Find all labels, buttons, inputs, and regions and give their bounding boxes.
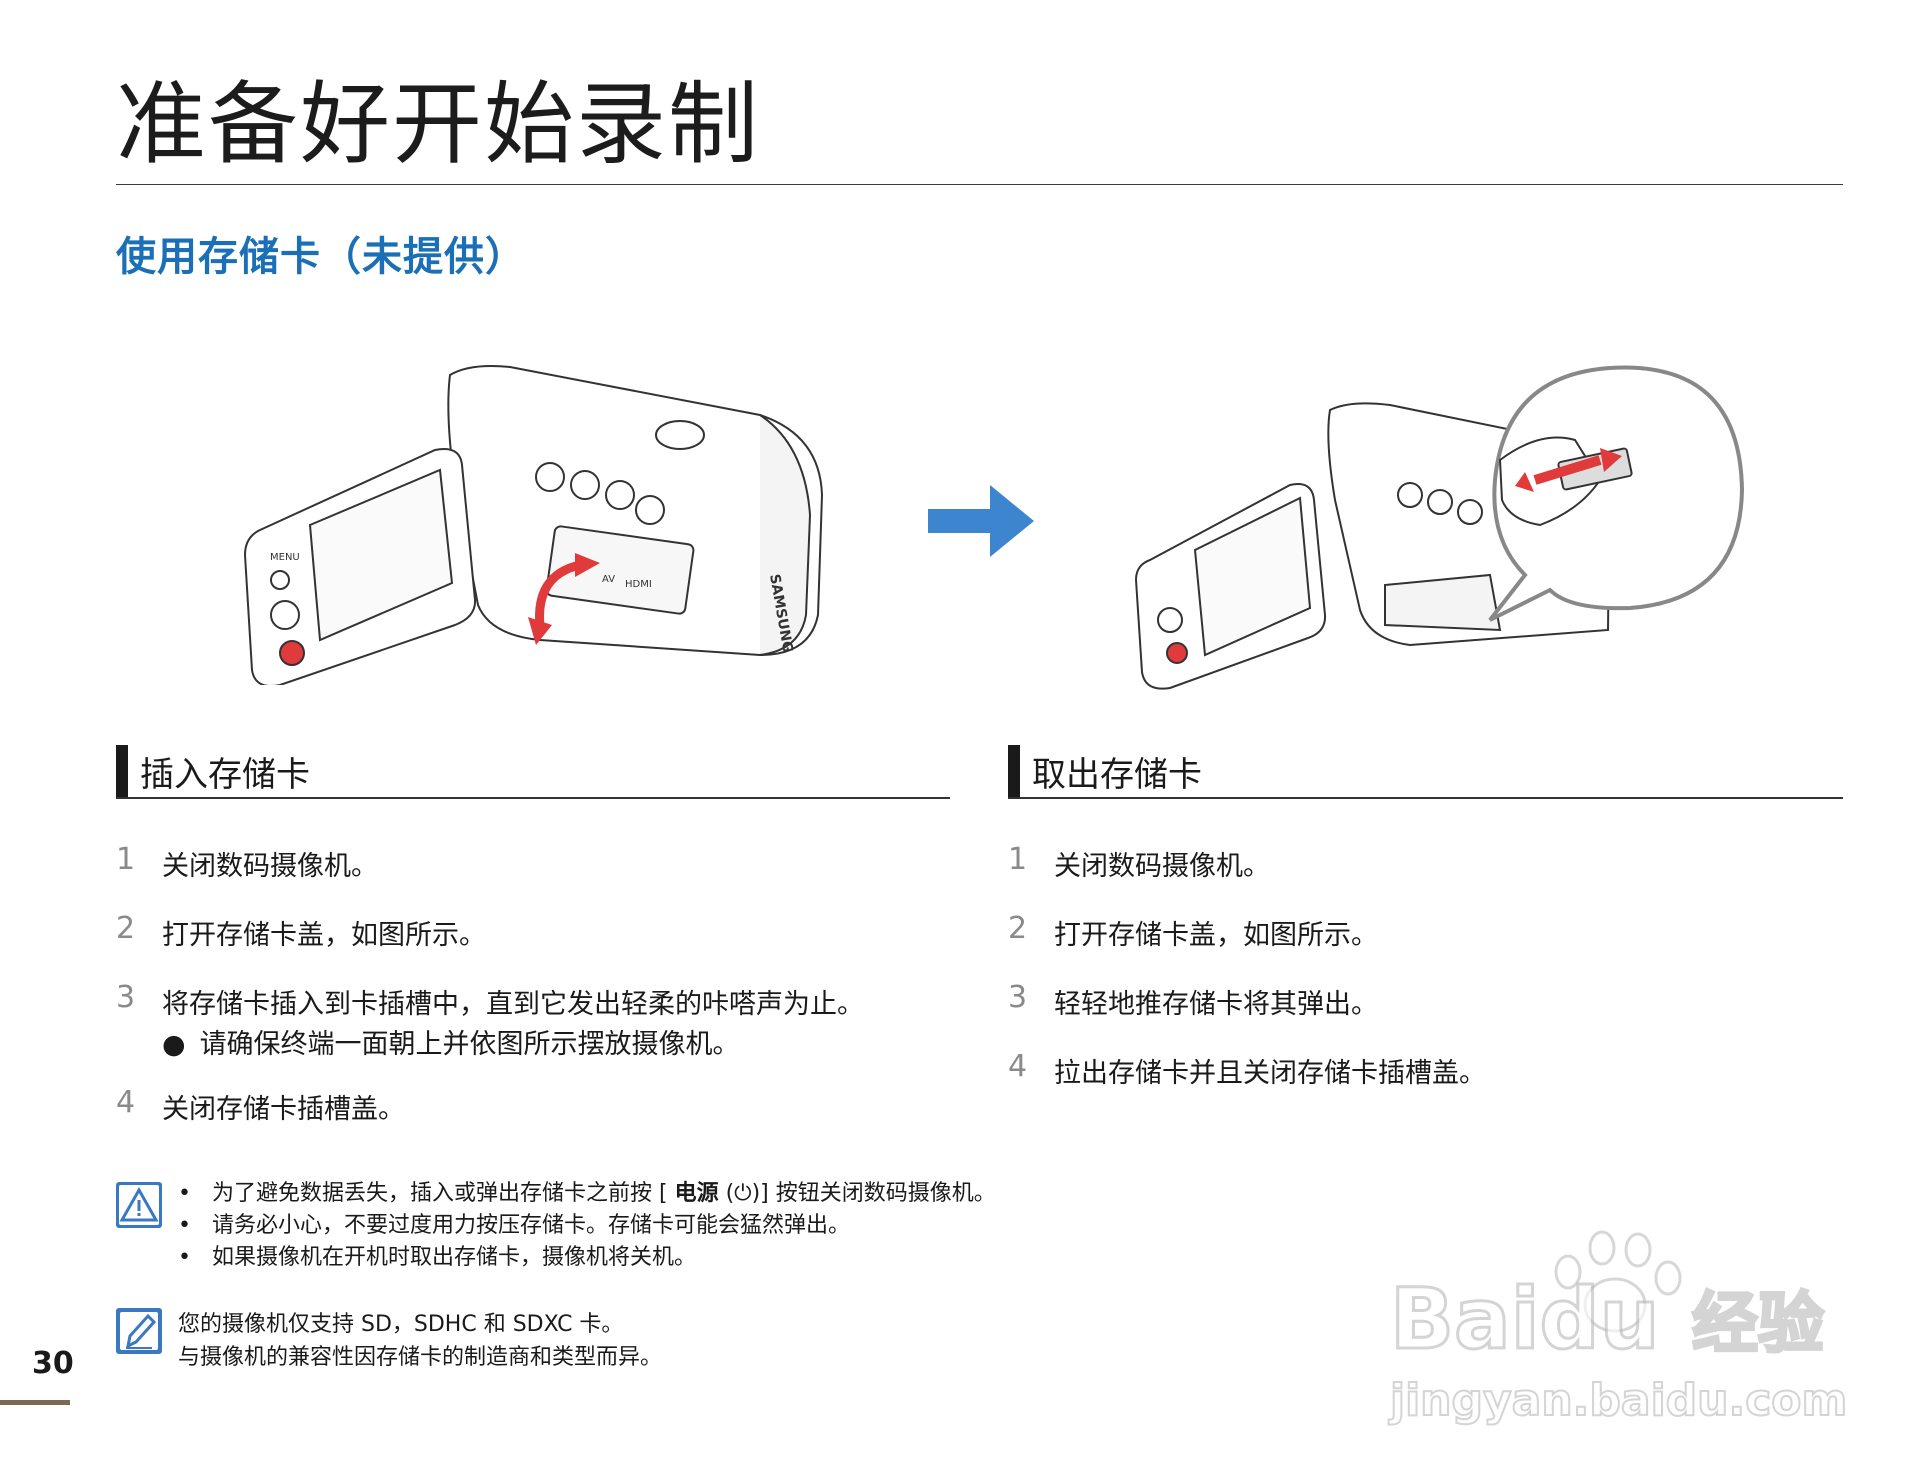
open-door-arrow: [535, 560, 582, 628]
caution-text-pre: 为了避免数据丢失，插入或弹出存储卡之前按 [: [212, 1181, 668, 1206]
camcorder-lens-end: [759, 414, 812, 656]
eject-steps: 1 关闭数码摄像机。 2 打开存储卡盖，如图所示。 3 轻轻地推存储卡将其弹出。…: [1008, 842, 1828, 1118]
list-item: 4 关闭存储卡插槽盖。: [116, 1085, 936, 1154]
step-text: 轻轻地推存储卡将其弹出。: [1054, 989, 1378, 1020]
step-sub-bullet: ● 请确保终端一面朝上并依图所示摆放摄像机。: [162, 1022, 740, 1061]
bullet-icon: ●: [162, 1029, 186, 1060]
info-line: 与摄像机的兼容性因存储卡的制造商和类型而异。: [178, 1345, 663, 1370]
watermark-brand: Baidu: [1390, 1270, 1659, 1368]
hdmi-label: HDMI: [625, 579, 652, 590]
step-number: 2: [1008, 911, 1028, 946]
eject-heading: 取出存储卡: [1008, 745, 1843, 799]
step-number: 2: [116, 911, 136, 946]
camcorder-insert-illustration: MENU SAMSUNG AV HDMI: [243, 365, 824, 685]
lcd-display: [308, 468, 454, 642]
next-arrow-icon: [928, 485, 1034, 557]
page-title: 准备好开始录制: [116, 72, 760, 177]
step-number: 1: [1008, 842, 1028, 877]
step-number: 3: [1008, 980, 1028, 1015]
heading-bar: [116, 745, 128, 797]
caution-icon: [116, 1182, 162, 1228]
bullet-icon: •: [178, 1245, 191, 1270]
list-item: • 为了避免数据丢失，插入或弹出存储卡之前按 [ 电源 (⏻)] 按钮关闭数码摄像…: [178, 1178, 996, 1210]
list-item: 2 打开存储卡盖，如图所示。: [116, 911, 936, 980]
info-icon: [116, 1308, 162, 1354]
watermark-brand-cn: 经验: [1692, 1285, 1824, 1362]
camcorder-eject-illustration: [1134, 365, 1745, 690]
page-number-rule: [0, 1400, 70, 1405]
card-door: [545, 525, 695, 615]
caution-text-post: (⏻)] 按钮关闭数码摄像机。: [725, 1181, 996, 1206]
menu-label: MENU: [270, 552, 300, 563]
bullet-icon: •: [178, 1213, 191, 1238]
list-item: 4 拉出存储卡并且关闭存储卡插槽盖。: [1008, 1049, 1828, 1118]
power-label: 电源: [674, 1181, 719, 1206]
push-pull-arrow: [1533, 455, 1602, 485]
step-number: 3: [116, 980, 136, 1015]
list-item: 2 打开存储卡盖，如图所示。: [1008, 911, 1828, 980]
caution-list: • 为了避免数据丢失，插入或弹出存储卡之前按 [ 电源 (⏻)] 按钮关闭数码摄像…: [178, 1178, 996, 1274]
caution-text: 如果摄像机在开机时取出存储卡，摄像机将关机。: [212, 1245, 697, 1270]
info-line: 您的摄像机仅支持 SD，SDHC 和 SDXC 卡。: [178, 1312, 624, 1337]
list-item: 3 轻轻地推存储卡将其弹出。: [1008, 980, 1828, 1049]
insert-heading-text: 插入存储卡: [140, 755, 310, 795]
list-item: • 如果摄像机在开机时取出存储卡，摄像机将关机。: [178, 1242, 996, 1274]
step-sub-bullet-text: 请确保终端一面朝上并依图所示摆放摄像机。: [199, 1029, 740, 1060]
step-text: 打开存储卡盖，如图所示。: [162, 920, 486, 951]
av-label: AV: [602, 574, 615, 585]
record-button: [279, 640, 305, 666]
zoom-callout: [1488, 365, 1745, 622]
section-title: 使用存储卡（未提供）: [116, 234, 526, 280]
insert-steps: 1 关闭数码摄像机。 2 打开存储卡盖，如图所示。 3 将存储卡插入到卡插槽中，…: [116, 842, 936, 1154]
watermark-url: jingyan.baidu.com: [1388, 1375, 1847, 1426]
step-text: 关闭数码摄像机。: [1054, 851, 1270, 882]
bullet-icon: •: [178, 1181, 191, 1206]
step-number: 1: [116, 842, 136, 877]
step-text: 关闭数码摄像机。: [162, 851, 378, 882]
paw-pad: [1583, 1277, 1647, 1333]
page-number: 30: [32, 1346, 74, 1381]
step-number: 4: [116, 1085, 136, 1120]
caution-text: 请务必小心，不要过度用力按压存储卡。存储卡可能会猛然弹出。: [212, 1213, 851, 1238]
step-text: 关闭存储卡插槽盖。: [162, 1094, 405, 1125]
title-rule: [116, 184, 1843, 185]
eject-heading-text: 取出存储卡: [1032, 755, 1202, 795]
insert-heading: 插入存储卡: [116, 745, 950, 799]
step-text: 将存储卡插入到卡插槽中，直到它发出轻柔的咔嗒声为止。: [162, 989, 864, 1020]
baidu-watermark: Baidu 经验 jingyan.baidu.com: [1387, 1230, 1848, 1427]
step-text: 拉出存储卡并且关闭存储卡插槽盖。: [1054, 1058, 1486, 1089]
info-text: 您的摄像机仅支持 SD，SDHC 和 SDXC 卡。 与摄像机的兼容性因存储卡的…: [178, 1308, 662, 1374]
heading-bar: [1008, 745, 1020, 797]
list-item: 1 关闭数码摄像机。: [1008, 842, 1828, 911]
step-number: 4: [1008, 1049, 1028, 1084]
list-item: 1 关闭数码摄像机。: [116, 842, 936, 911]
list-item: 3 将存储卡插入到卡插槽中，直到它发出轻柔的咔嗒声为止。 ● 请确保终端一面朝上并…: [116, 980, 936, 1085]
card-slot-door-open: [1384, 573, 1502, 632]
step-text: 打开存储卡盖，如图所示。: [1054, 920, 1378, 951]
list-item: • 请务必小心，不要过度用力按压存储卡。存储卡可能会猛然弹出。: [178, 1210, 996, 1242]
